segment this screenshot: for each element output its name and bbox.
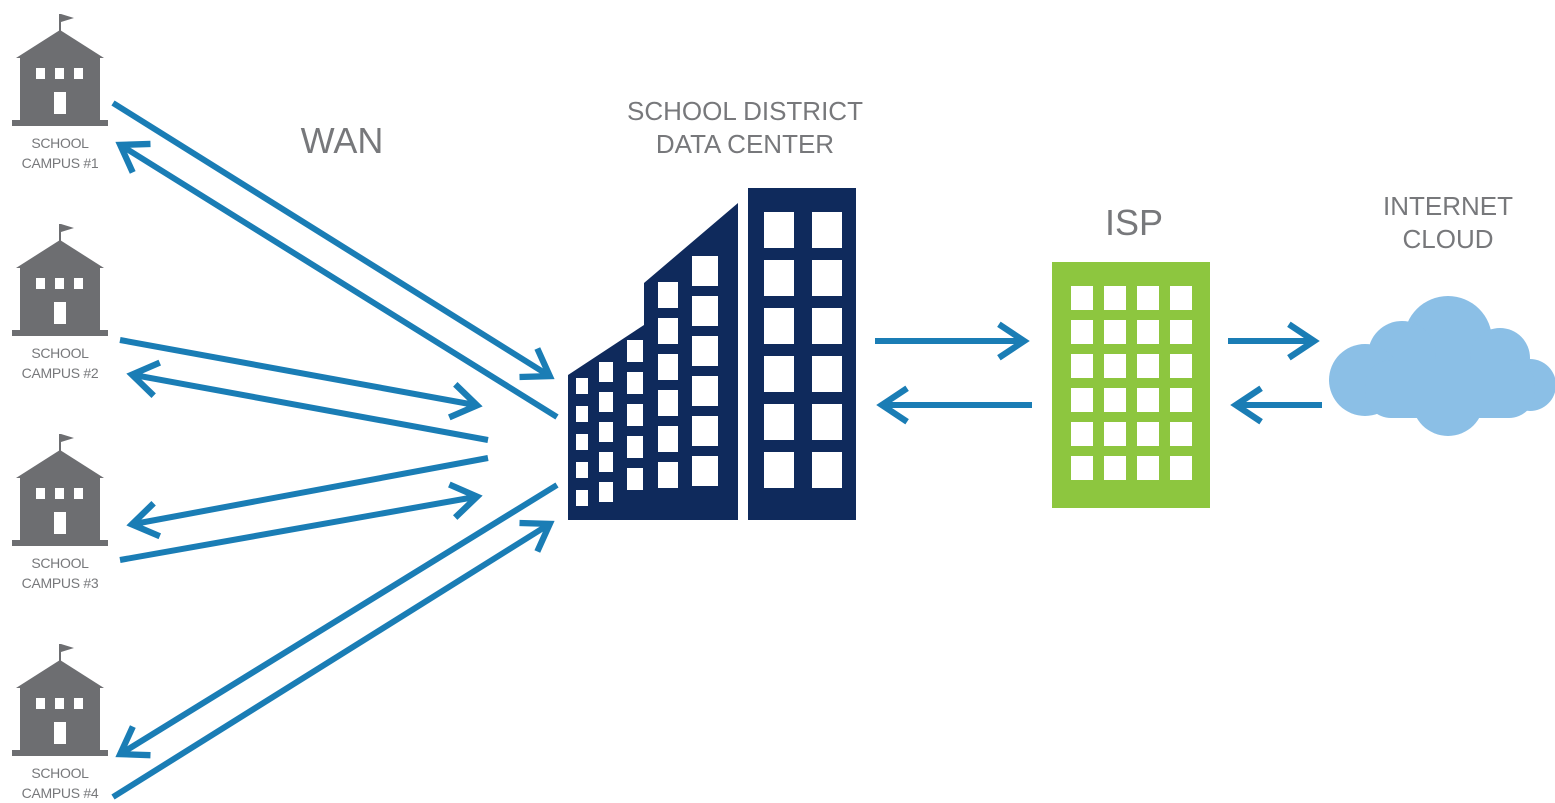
arrow-datacenter-to-campus3: [126, 455, 489, 540]
data-center-label: SCHOOL DISTRICT DATA CENTER: [590, 95, 900, 161]
campus-label: SCHOOL CAMPUS #1: [10, 133, 110, 173]
wan-label: WAN: [300, 120, 384, 161]
campus-label-line1: SCHOOL: [31, 135, 89, 151]
arrow-campus4-to-datacenter: [111, 519, 555, 800]
campus-label-line1: SCHOOL: [31, 345, 89, 361]
campus-label-line2: CAMPUS #3: [21, 575, 99, 591]
campus-label-line2: CAMPUS #4: [21, 785, 99, 801]
isp-arrows: [875, 321, 1032, 425]
arrow-datacenter-to-campus1: [115, 140, 559, 420]
arrow-campus1-to-datacenter: [111, 100, 555, 381]
school-building-icon: [12, 224, 108, 336]
campus-label-line1: SCHOOL: [31, 765, 89, 781]
arrow-campus3-to-datacenter: [119, 481, 483, 563]
campus-label: SCHOOL CAMPUS #3: [10, 553, 110, 593]
isp-label: ISP: [1104, 202, 1164, 243]
arrow-datacenter-to-campus2: [126, 359, 489, 443]
internet-cloud-label-line1: INTERNET: [1383, 191, 1513, 221]
data-center-building-icon: [568, 188, 856, 520]
school-building-icon: [12, 14, 108, 126]
isp-building-icon: [1052, 262, 1210, 508]
internet-cloud-label-line2: CLOUD: [1402, 224, 1494, 254]
cloud-arrows: [1228, 321, 1322, 425]
campus-label-line2: CAMPUS #2: [21, 365, 99, 381]
arrow-campus2-to-datacenter: [119, 337, 483, 421]
data-center-label-line2: DATA CENTER: [655, 129, 835, 159]
campus-label-line1: SCHOOL: [31, 555, 89, 571]
data-center-label-line1: SCHOOL DISTRICT: [627, 96, 863, 126]
campus-label: SCHOOL CAMPUS #2: [10, 343, 110, 383]
campus-label-line2: CAMPUS #1: [21, 155, 99, 171]
cloud-icon: [1329, 296, 1555, 436]
campus-label: SCHOOL CAMPUS #4: [10, 763, 110, 803]
school-building-icon: [12, 644, 108, 756]
internet-cloud-label: INTERNET CLOUD: [1358, 190, 1538, 256]
arrow-datacenter-to-campus4: [115, 482, 559, 759]
wan-arrows: [111, 100, 559, 800]
school-building-icon: [12, 434, 108, 546]
